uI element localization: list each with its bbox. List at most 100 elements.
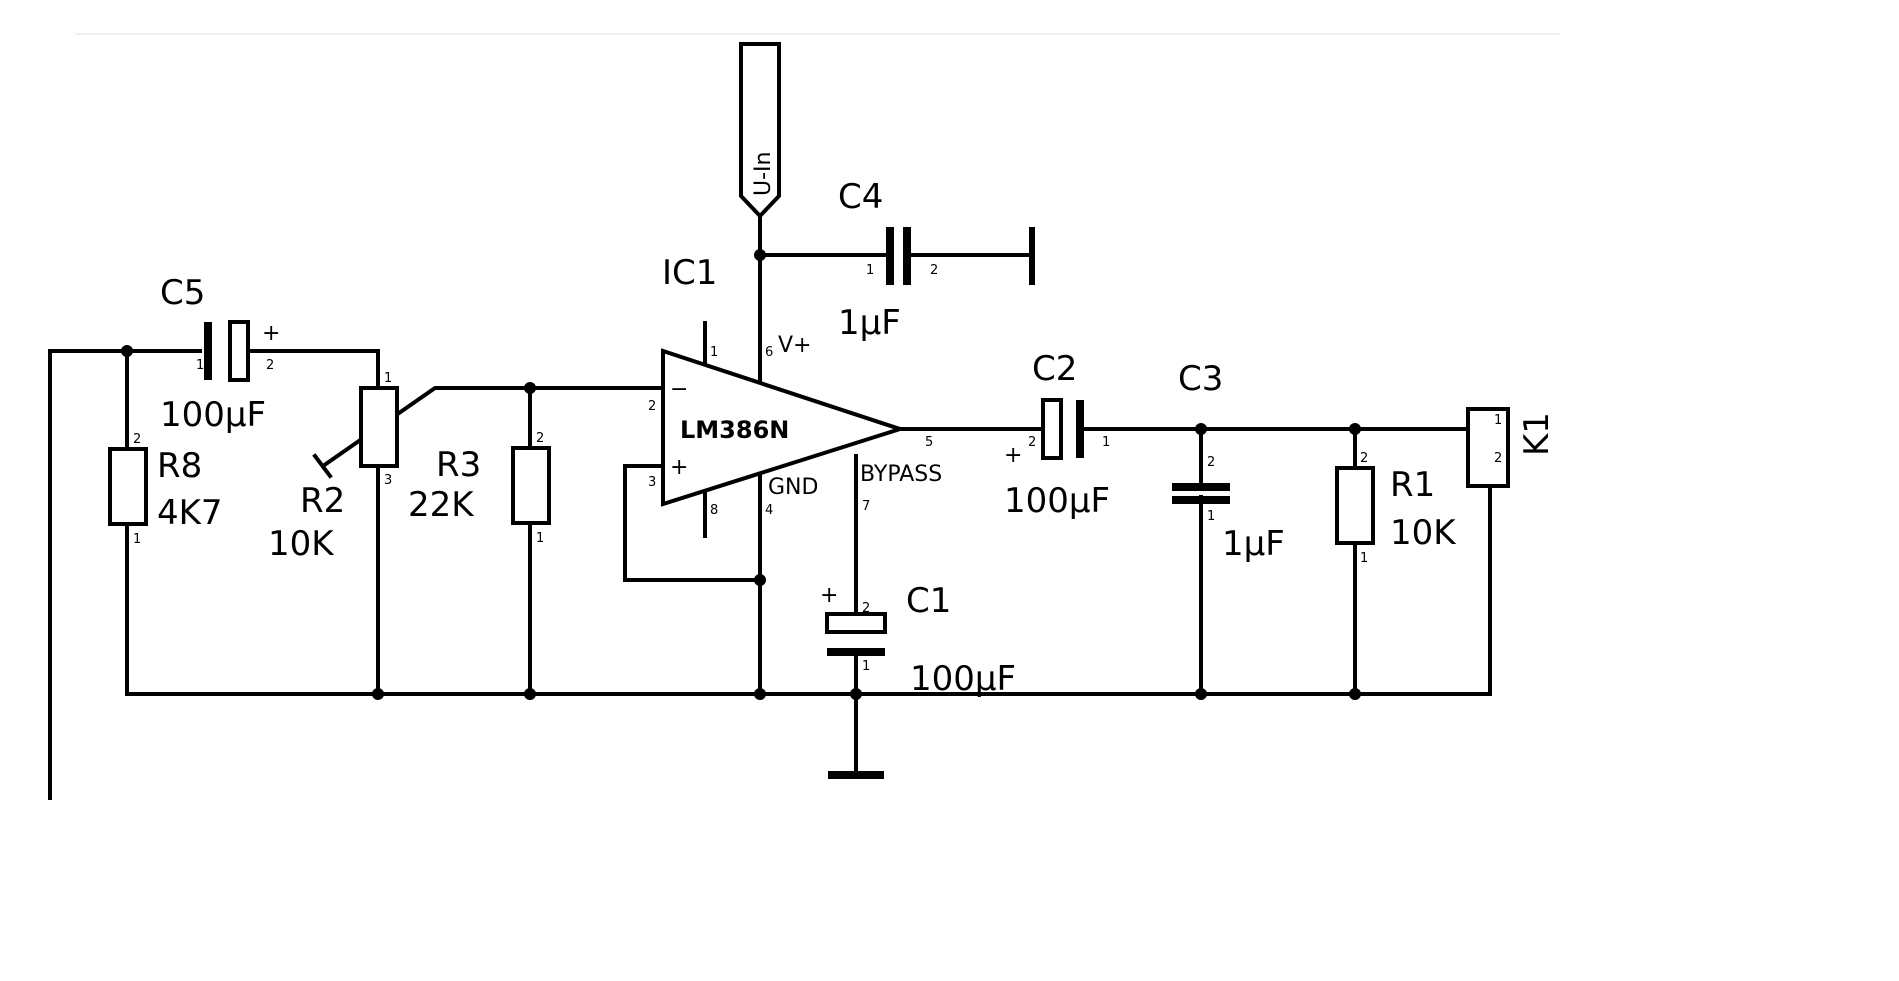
r2-pin3: 3 (384, 473, 392, 488)
ic1-plus: + (670, 455, 688, 480)
c3-plate-top (1172, 483, 1230, 491)
r8-pin2: 2 (133, 432, 141, 447)
c5-value: 100µF (160, 395, 266, 435)
c2-value: 100µF (1004, 481, 1110, 521)
connector-k1: K1 1 2 (1466, 407, 1557, 488)
c1-pin1: 1 (862, 659, 870, 674)
capacitor-c5: C5 100µF + 1 2 (160, 273, 280, 435)
r1-body (1335, 466, 1375, 545)
r1-ref: R1 (1390, 465, 1435, 505)
ic1-vplus: V+ (778, 333, 811, 358)
capacitor-c2: C2 100µF + 2 1 (1004, 349, 1110, 521)
junction-dot (850, 688, 862, 700)
opamp-triangle (661, 348, 907, 507)
r1-pin1: 1 (1360, 551, 1368, 566)
c5-polarity: + (262, 321, 280, 346)
c3-ref: C3 (1178, 359, 1223, 399)
r2-ref: R2 (300, 481, 345, 521)
c2-polarity: + (1004, 443, 1022, 468)
ic1-gnd: GND (768, 475, 818, 500)
ic1-lm386n: IC1 LM386N − + V+ GND BYPASS 1 2 3 4 5 6… (648, 253, 942, 518)
ic1-pin5: 5 (925, 435, 933, 450)
junction-dot (121, 345, 133, 357)
c4-plate-right (903, 227, 911, 285)
r3-pin2: 2 (536, 431, 544, 446)
ic1-bypass: BYPASS (860, 462, 942, 487)
k1-pin2: 2 (1494, 451, 1502, 466)
ic1-pin2: 2 (648, 399, 656, 414)
r1-value: 10K (1390, 513, 1457, 553)
ic1-pin8: 8 (710, 503, 718, 518)
r2-wiper-tick (312, 453, 333, 479)
r3-value: 22K (408, 485, 475, 525)
schematic-canvas: U-In IC1 LM386N − + V+ GND BYPASS 1 2 3 … (48, 33, 1560, 800)
capacitor-c4: C4 1µF 1 2 (838, 177, 938, 343)
junction-dots (121, 249, 1361, 700)
input-flag-shape (739, 42, 781, 219)
c1-value: 100µF (910, 659, 1016, 699)
input-flag-label: U-In (751, 152, 776, 196)
resistor-r8: R8 4K7 2 1 (108, 432, 223, 547)
r2-value: 10K (268, 524, 335, 564)
junction-dot (372, 688, 384, 700)
c4-value: 1µF (838, 303, 901, 343)
junction-dot (1195, 688, 1207, 700)
r8-pin1: 1 (133, 532, 141, 547)
junction-dot (1195, 423, 1207, 435)
junction-dot (1349, 423, 1361, 435)
r8-value: 4K7 (157, 493, 223, 533)
c3-value: 1µF (1222, 524, 1285, 564)
junction-dot (754, 249, 766, 261)
c5-pin2: 2 (266, 358, 274, 373)
ic1-pin7: 7 (862, 499, 870, 514)
c1-ref: C1 (906, 581, 951, 621)
c4-ref: C4 (838, 177, 883, 217)
c5-pin1: 1 (196, 358, 204, 373)
c5-ref: C5 (160, 273, 205, 313)
ic1-pin4: 4 (765, 503, 773, 518)
r3-pin1: 1 (536, 531, 544, 546)
ic1-pin6: 6 (765, 345, 773, 360)
r8-ref: R8 (157, 446, 202, 486)
r1-pin2: 2 (1360, 451, 1368, 466)
c1-pin2: 2 (862, 601, 870, 616)
c3-pin1: 1 (1207, 509, 1215, 524)
ic1-minus: − (670, 377, 688, 402)
wire-k1-gnd (1466, 454, 1492, 696)
ic1-ref: IC1 (662, 253, 717, 293)
c4-plate-left (886, 227, 894, 285)
c4-pin2: 2 (930, 263, 938, 278)
r3-ref: R3 (436, 445, 481, 485)
c1-plate-polar (825, 612, 887, 634)
wire-input-left (48, 349, 202, 800)
c5-plate (204, 322, 212, 380)
c3-pin2: 2 (1207, 455, 1215, 470)
junction-dot (524, 688, 536, 700)
input-flag: U-In (739, 42, 781, 219)
junction-dot (754, 688, 766, 700)
c2-pin2: 2 (1028, 435, 1036, 450)
c1-polarity: + (820, 583, 838, 608)
capacitor-c3: C3 1µF 2 1 (1172, 359, 1285, 564)
r2-body (359, 386, 399, 468)
c2-pin1: 1 (1102, 435, 1110, 450)
resistor-r3: R3 22K 2 1 (408, 431, 551, 546)
k1-ref: K1 (1517, 412, 1557, 456)
r2-pin1: 1 (384, 371, 392, 386)
r8-body (108, 447, 148, 526)
c1-plate (827, 648, 885, 656)
k1-pin1: 1 (1494, 413, 1502, 428)
junction-dot (754, 574, 766, 586)
k1-body (1466, 407, 1510, 488)
c5-plate-polar (228, 320, 250, 382)
junction-dot (524, 382, 536, 394)
potentiometer-r2: R2 10K 1 3 (268, 371, 399, 564)
ic1-part: LM386N (680, 416, 789, 444)
c2-plate (1076, 400, 1084, 458)
c2-ref: C2 (1032, 349, 1077, 389)
ic1-pin3: 3 (648, 475, 656, 490)
ic1-pin1: 1 (710, 345, 718, 360)
junction-dot (1349, 688, 1361, 700)
r3-body (511, 446, 551, 525)
c2-plate-polar (1041, 398, 1063, 460)
